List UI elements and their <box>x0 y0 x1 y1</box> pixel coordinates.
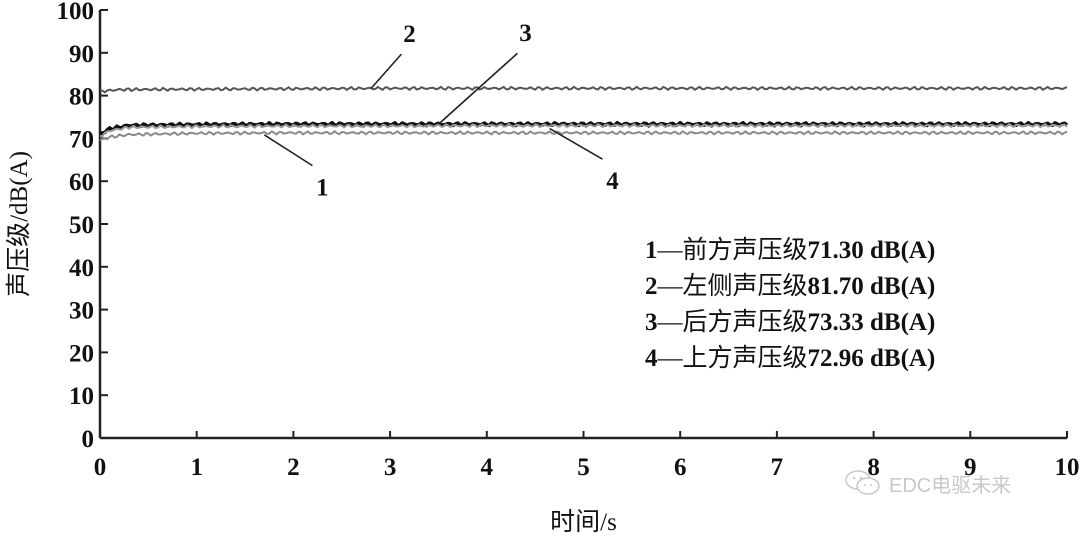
annotation-leader-4 <box>549 127 603 160</box>
y-tick-label: 60 <box>69 169 94 196</box>
x-tick-label: 5 <box>577 454 590 481</box>
legend-item-4: 4—上方声压级72.96 dB(A) <box>645 345 936 372</box>
x-tick-label: 1 <box>190 454 203 481</box>
y-tick-label: 90 <box>69 41 94 68</box>
legend-item-1: 1—前方声压级71.30 dB(A) <box>645 237 936 264</box>
x-tick-label: 0 <box>94 454 107 481</box>
y-tick-label: 100 <box>57 0 95 25</box>
y-tick-label: 80 <box>69 84 94 111</box>
x-tick-label: 2 <box>287 454 300 481</box>
y-tick-label: 10 <box>69 383 94 410</box>
annotation-label-2: 2 <box>403 21 416 48</box>
legend-item-2: 2—左侧声压级81.70 dB(A) <box>645 273 936 300</box>
y-tick-label: 30 <box>69 298 94 325</box>
y-tick-label: 50 <box>69 212 94 239</box>
annotation-leader-3 <box>437 52 519 125</box>
annotation-label-3: 3 <box>519 20 532 47</box>
x-tick-label: 8 <box>867 454 880 481</box>
x-tick-label: 3 <box>384 454 397 481</box>
x-axis-title: 时间/s <box>550 508 617 536</box>
watermark: EDC电驱未来 <box>843 468 1011 498</box>
legend-item-3: 3—后方声压级73.33 dB(A) <box>645 309 936 336</box>
x-tick-label: 7 <box>771 454 784 481</box>
x-tick-label: 4 <box>481 454 494 481</box>
legend: 1—前方声压级71.30 dB(A) 2—左侧声压级81.70 dB(A) 3—… <box>645 233 935 377</box>
x-tick-label: 6 <box>674 454 687 481</box>
watermark-text: EDC电驱未来 <box>889 474 1012 497</box>
y-tick-label: 20 <box>69 340 94 367</box>
series-line-2 <box>99 85 1068 94</box>
series-line-4 <box>100 123 1068 138</box>
y-tick-label: 70 <box>69 126 94 153</box>
x-tick-label: 9 <box>964 454 977 481</box>
annotation-leader-1 <box>263 134 313 167</box>
annotation-leader-2 <box>370 53 403 90</box>
x-tick-label: 10 <box>1055 454 1080 481</box>
y-tick-label: 40 <box>69 255 94 282</box>
wechat-icon <box>845 470 880 495</box>
annotation-label-1: 1 <box>316 175 329 202</box>
y-axis-title: 声压级/dB(A) <box>5 151 33 297</box>
series-line-3 <box>99 120 1069 136</box>
y-tick-label: 0 <box>82 426 95 453</box>
series-line-1 <box>99 130 1068 142</box>
annotation-label-4: 4 <box>606 168 619 195</box>
